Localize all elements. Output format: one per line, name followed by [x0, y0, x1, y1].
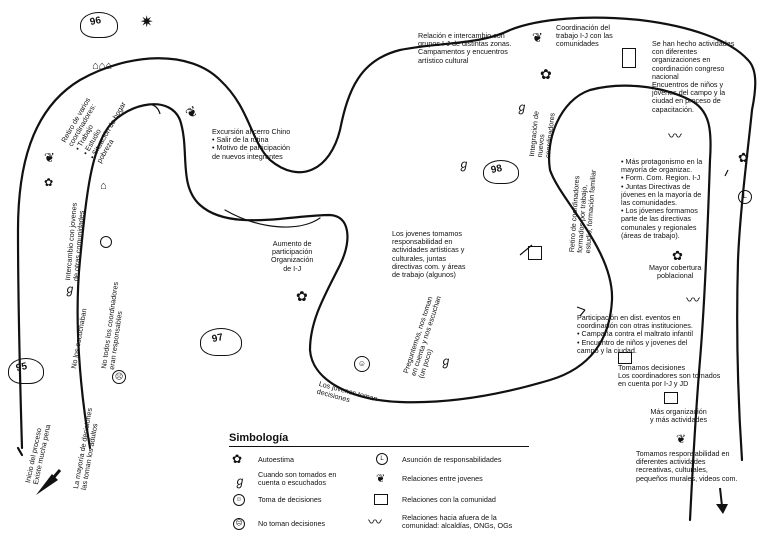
wave-icon: 〰 — [668, 128, 682, 144]
year-label: 96 — [88, 14, 103, 29]
house-icon — [374, 494, 388, 505]
wave-icon: 〰 — [368, 514, 382, 530]
flower-icon: ✿ — [232, 452, 243, 466]
clock-icon: L — [376, 453, 388, 465]
flower-icon: ✿ — [672, 248, 683, 263]
house-icon: ⌂ — [100, 180, 107, 192]
smiley-icon: ☺ — [233, 494, 245, 506]
wave-icon: 〰 — [686, 292, 700, 308]
leaf-icon: ❦ — [532, 30, 543, 45]
smiley-icon — [100, 236, 112, 248]
ear-icon: ℊ — [458, 157, 471, 171]
ear-icon: ℊ — [234, 474, 247, 488]
end-arrow-icon — [716, 487, 728, 514]
flower-icon: ✿ — [296, 288, 308, 304]
house-icon — [618, 352, 632, 364]
legend-label: Relaciones con la comunidad — [402, 495, 496, 504]
building-icon — [622, 48, 636, 68]
start-arrow-icon — [36, 469, 62, 495]
sad-face-icon: ☹ — [112, 370, 126, 384]
ear-icon: ℊ — [64, 282, 77, 296]
leaf-icon: ❦ — [44, 150, 55, 165]
year-stone-icon — [200, 328, 242, 356]
legend-divider — [229, 446, 529, 447]
clock-icon: L — [738, 190, 752, 204]
note-excursion: Excursión al cerro Chino• Salir de la ru… — [212, 127, 291, 161]
flower-icon: ✿ — [540, 66, 552, 82]
leaf-icon: ❦ — [376, 473, 386, 485]
legend-label: No toman decisiones — [258, 519, 326, 528]
house-icon — [664, 392, 678, 404]
ear-icon: ℊ — [516, 100, 529, 114]
flower-icon: ✿ — [738, 150, 749, 165]
smiley-icon: ☺ — [354, 356, 370, 372]
year-label: 95 — [14, 360, 29, 375]
legend-label: Relaciones entre jovenes — [402, 474, 483, 483]
legend-label: Toma de decisiones — [258, 495, 322, 504]
year-stone-icon — [80, 12, 118, 38]
plant-icon: ✷ — [140, 14, 154, 31]
legend-label: Autoestima — [258, 455, 294, 464]
building-icon — [528, 246, 542, 260]
year-label: 97 — [210, 331, 225, 346]
year-stone-icon — [8, 358, 44, 384]
legend-label: Asunción de responsabilidades — [402, 455, 502, 464]
house-icon: ⌂⌂⌂ — [92, 60, 112, 72]
year-stone-icon — [483, 160, 519, 184]
note-protagonism: • Más protagonismo en la mayoría de orga… — [621, 157, 703, 240]
leaf-icon: ❦ — [676, 432, 687, 446]
year-label: 98 — [489, 162, 504, 177]
sad-face-icon: ☹ — [233, 518, 245, 530]
legend-title: Simbología — [229, 432, 289, 444]
ear-icon: ℊ — [440, 354, 453, 368]
flower-icon: ✿ — [44, 177, 54, 189]
